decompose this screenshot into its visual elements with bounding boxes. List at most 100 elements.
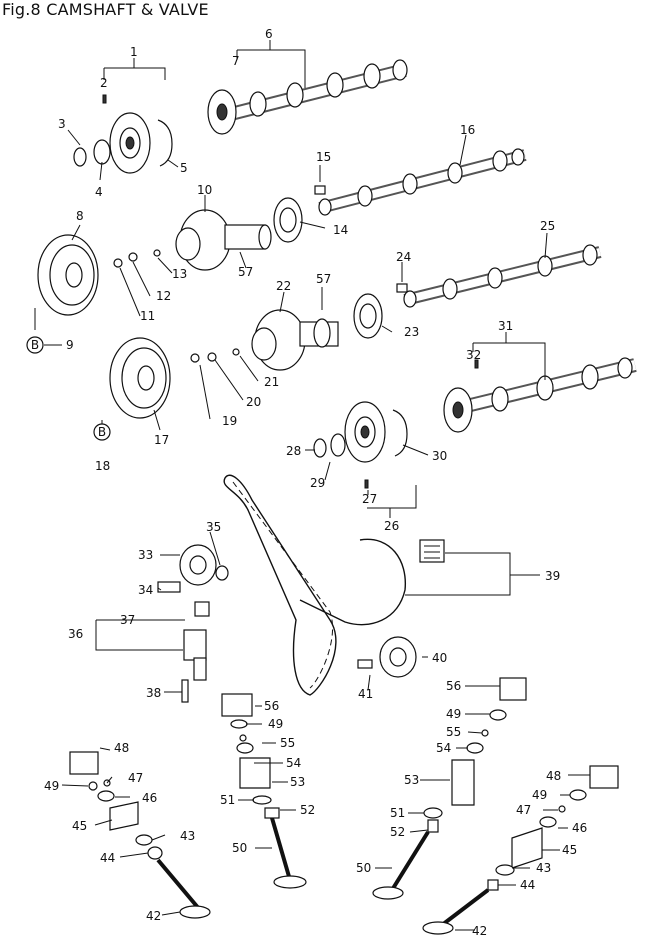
callout-52-mid: 52 [300,803,315,817]
callout-17: 17 [154,433,169,447]
callout-8: 8 [76,209,84,223]
callout-46-right: 46 [572,821,587,835]
diagram-title: Fig.8 CAMSHAFT & VALVE [2,0,209,19]
callout-39: 39 [545,569,560,583]
callout-28: 28 [286,444,301,458]
camshaft-exhaust-front [207,59,408,135]
camshaft-16 [314,148,527,216]
callout-45-right: 45 [562,843,577,857]
svg-text:B: B [31,338,39,352]
callout-11: 11 [140,309,155,323]
reference-symbol-b-top: B [26,336,62,354]
callout-44-right: 44 [520,878,535,892]
callout-57-upper: 57 [238,265,253,279]
valve-set-mid [221,693,307,889]
callout-49-left: 49 [44,779,59,793]
leader-lines [34,40,590,931]
callout-9: 9 [66,338,74,352]
callout-36: 36 [68,627,83,641]
callout-38: 38 [146,686,161,700]
callout-6: 6 [265,27,273,41]
callout-29: 29 [310,476,325,490]
callout-24: 24 [396,250,411,264]
callout-31: 31 [498,319,513,333]
timing-belt [223,474,406,696]
cam-pulley-8 [37,234,161,316]
callout-43-left: 43 [180,829,195,843]
callout-23: 23 [404,325,419,339]
callout-51-rmid: 51 [390,806,405,820]
callout-5: 5 [180,161,188,175]
callout-34: 34 [138,583,153,597]
callout-49-right: 49 [532,788,547,802]
camshaft-25 [396,244,602,308]
callout-49-rmid: 49 [446,707,461,721]
callout-55-rmid: 55 [446,725,461,739]
callout-40: 40 [432,651,447,665]
callout-22: 22 [276,279,291,293]
callout-46-left: 46 [142,791,157,805]
callout-30: 30 [432,449,447,463]
cam-pulley-17 [109,337,240,419]
reference-symbol-b-bottom: B [93,423,111,441]
callout-3: 3 [58,117,66,131]
callout-48-right: 48 [546,769,561,783]
callout-16: 16 [460,123,475,137]
callout-50-mid: 50 [232,841,247,855]
callout-49-mid: 49 [268,717,283,731]
cam-sprocket-left [73,94,173,174]
callout-1: 1 [130,45,138,59]
callout-32: 32 [466,348,481,362]
valve-set-left [69,751,211,919]
callout-52-rmid: 52 [390,825,405,839]
callout-54-rmid: 54 [436,741,451,755]
camshaft-31 [443,357,637,433]
callout-26: 26 [384,519,399,533]
callout-7: 7 [232,54,240,68]
callout-55-mid: 55 [280,736,295,750]
callout-56-mid: 56 [264,699,279,713]
callout-33: 33 [138,548,153,562]
callout-21: 21 [264,375,279,389]
callout-45-left: 45 [72,819,87,833]
callout-41: 41 [358,687,373,701]
callout-20: 20 [246,395,261,409]
callout-13: 13 [172,267,187,281]
callout-56-rmid: 56 [446,679,461,693]
callout-42-right: 42 [472,924,487,938]
callout-53-mid: 53 [290,775,305,789]
callout-19: 19 [222,414,237,428]
cam-sprocket-right [313,401,408,489]
callout-37: 37 [120,613,135,627]
callout-15: 15 [316,150,331,164]
callout-57-lower: 57 [316,272,331,286]
vvt-unit-22 [251,293,383,371]
callout-42-left: 42 [146,909,161,923]
callout-47-right: 47 [516,803,531,817]
callout-4: 4 [95,185,103,199]
callout-53-rmid: 53 [404,773,419,787]
callout-27: 27 [362,492,377,506]
svg-text:B: B [98,425,106,439]
callouts: 1 2 3 4 5 6 7 8 9 10 11 12 13 14 15 16 1… [44,27,587,938]
callout-51-mid: 51 [220,793,235,807]
callout-35: 35 [206,520,221,534]
valve-set-right-mid [372,677,527,900]
callout-43-right: 43 [536,861,551,875]
callout-18: 18 [95,459,110,473]
callout-50-rmid: 50 [356,861,371,875]
callout-14: 14 [333,223,348,237]
callout-54-mid: 54 [286,756,301,770]
callout-12: 12 [156,289,171,303]
vvt-unit-10 [175,197,303,271]
tensioner-assembly [157,544,229,703]
callout-48-left: 48 [114,741,129,755]
callout-47-left: 47 [128,771,143,785]
idler-pulley-40 [357,636,417,678]
callout-10: 10 [197,183,212,197]
belt-label-card [419,539,445,563]
callout-2: 2 [100,76,108,90]
callout-44-left: 44 [100,851,115,865]
callout-25: 25 [540,219,555,233]
